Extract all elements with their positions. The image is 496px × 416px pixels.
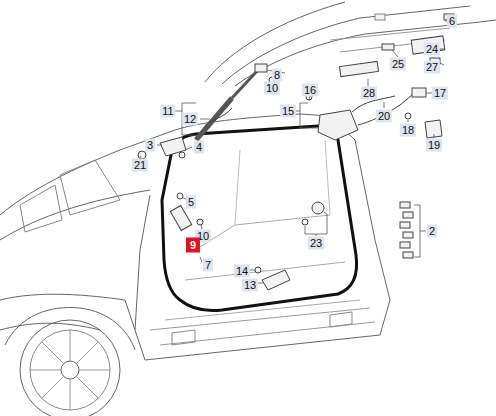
callout-number: 14 bbox=[234, 265, 250, 278]
callout-number: 18 bbox=[400, 124, 416, 137]
callout-number: 15 bbox=[280, 105, 296, 118]
callout-number: 2 bbox=[427, 225, 437, 238]
seal bbox=[162, 126, 357, 311]
callout-number: 5 bbox=[186, 196, 196, 209]
strut-mount bbox=[255, 64, 267, 72]
callout-number: 9 bbox=[186, 238, 200, 253]
callout-number: 12 bbox=[182, 113, 198, 126]
callout-number: 16 bbox=[302, 84, 318, 97]
callout-number: 19 bbox=[426, 139, 442, 152]
callout-number: 8 bbox=[272, 69, 282, 82]
callout-number: 23 bbox=[308, 237, 324, 250]
callout-number: 13 bbox=[242, 279, 258, 292]
callout-number: 17 bbox=[432, 87, 448, 100]
callout-number: 10 bbox=[264, 82, 280, 95]
callout-number: 4 bbox=[194, 141, 204, 154]
callout-number: 3 bbox=[145, 139, 155, 152]
callout-number: 11 bbox=[160, 105, 175, 118]
callout-number: 7 bbox=[203, 259, 213, 272]
callout-number: 28 bbox=[361, 87, 377, 100]
callout-number: 27 bbox=[424, 61, 440, 74]
tailgate-edge bbox=[205, 2, 345, 82]
callout-number: 21 bbox=[132, 159, 148, 172]
tailgate-edge bbox=[222, 6, 470, 84]
callout-number: 25 bbox=[390, 58, 406, 71]
callout-number: 24 bbox=[424, 43, 440, 56]
callout-number: 6 bbox=[447, 15, 457, 28]
callout-number: 20 bbox=[376, 110, 392, 123]
